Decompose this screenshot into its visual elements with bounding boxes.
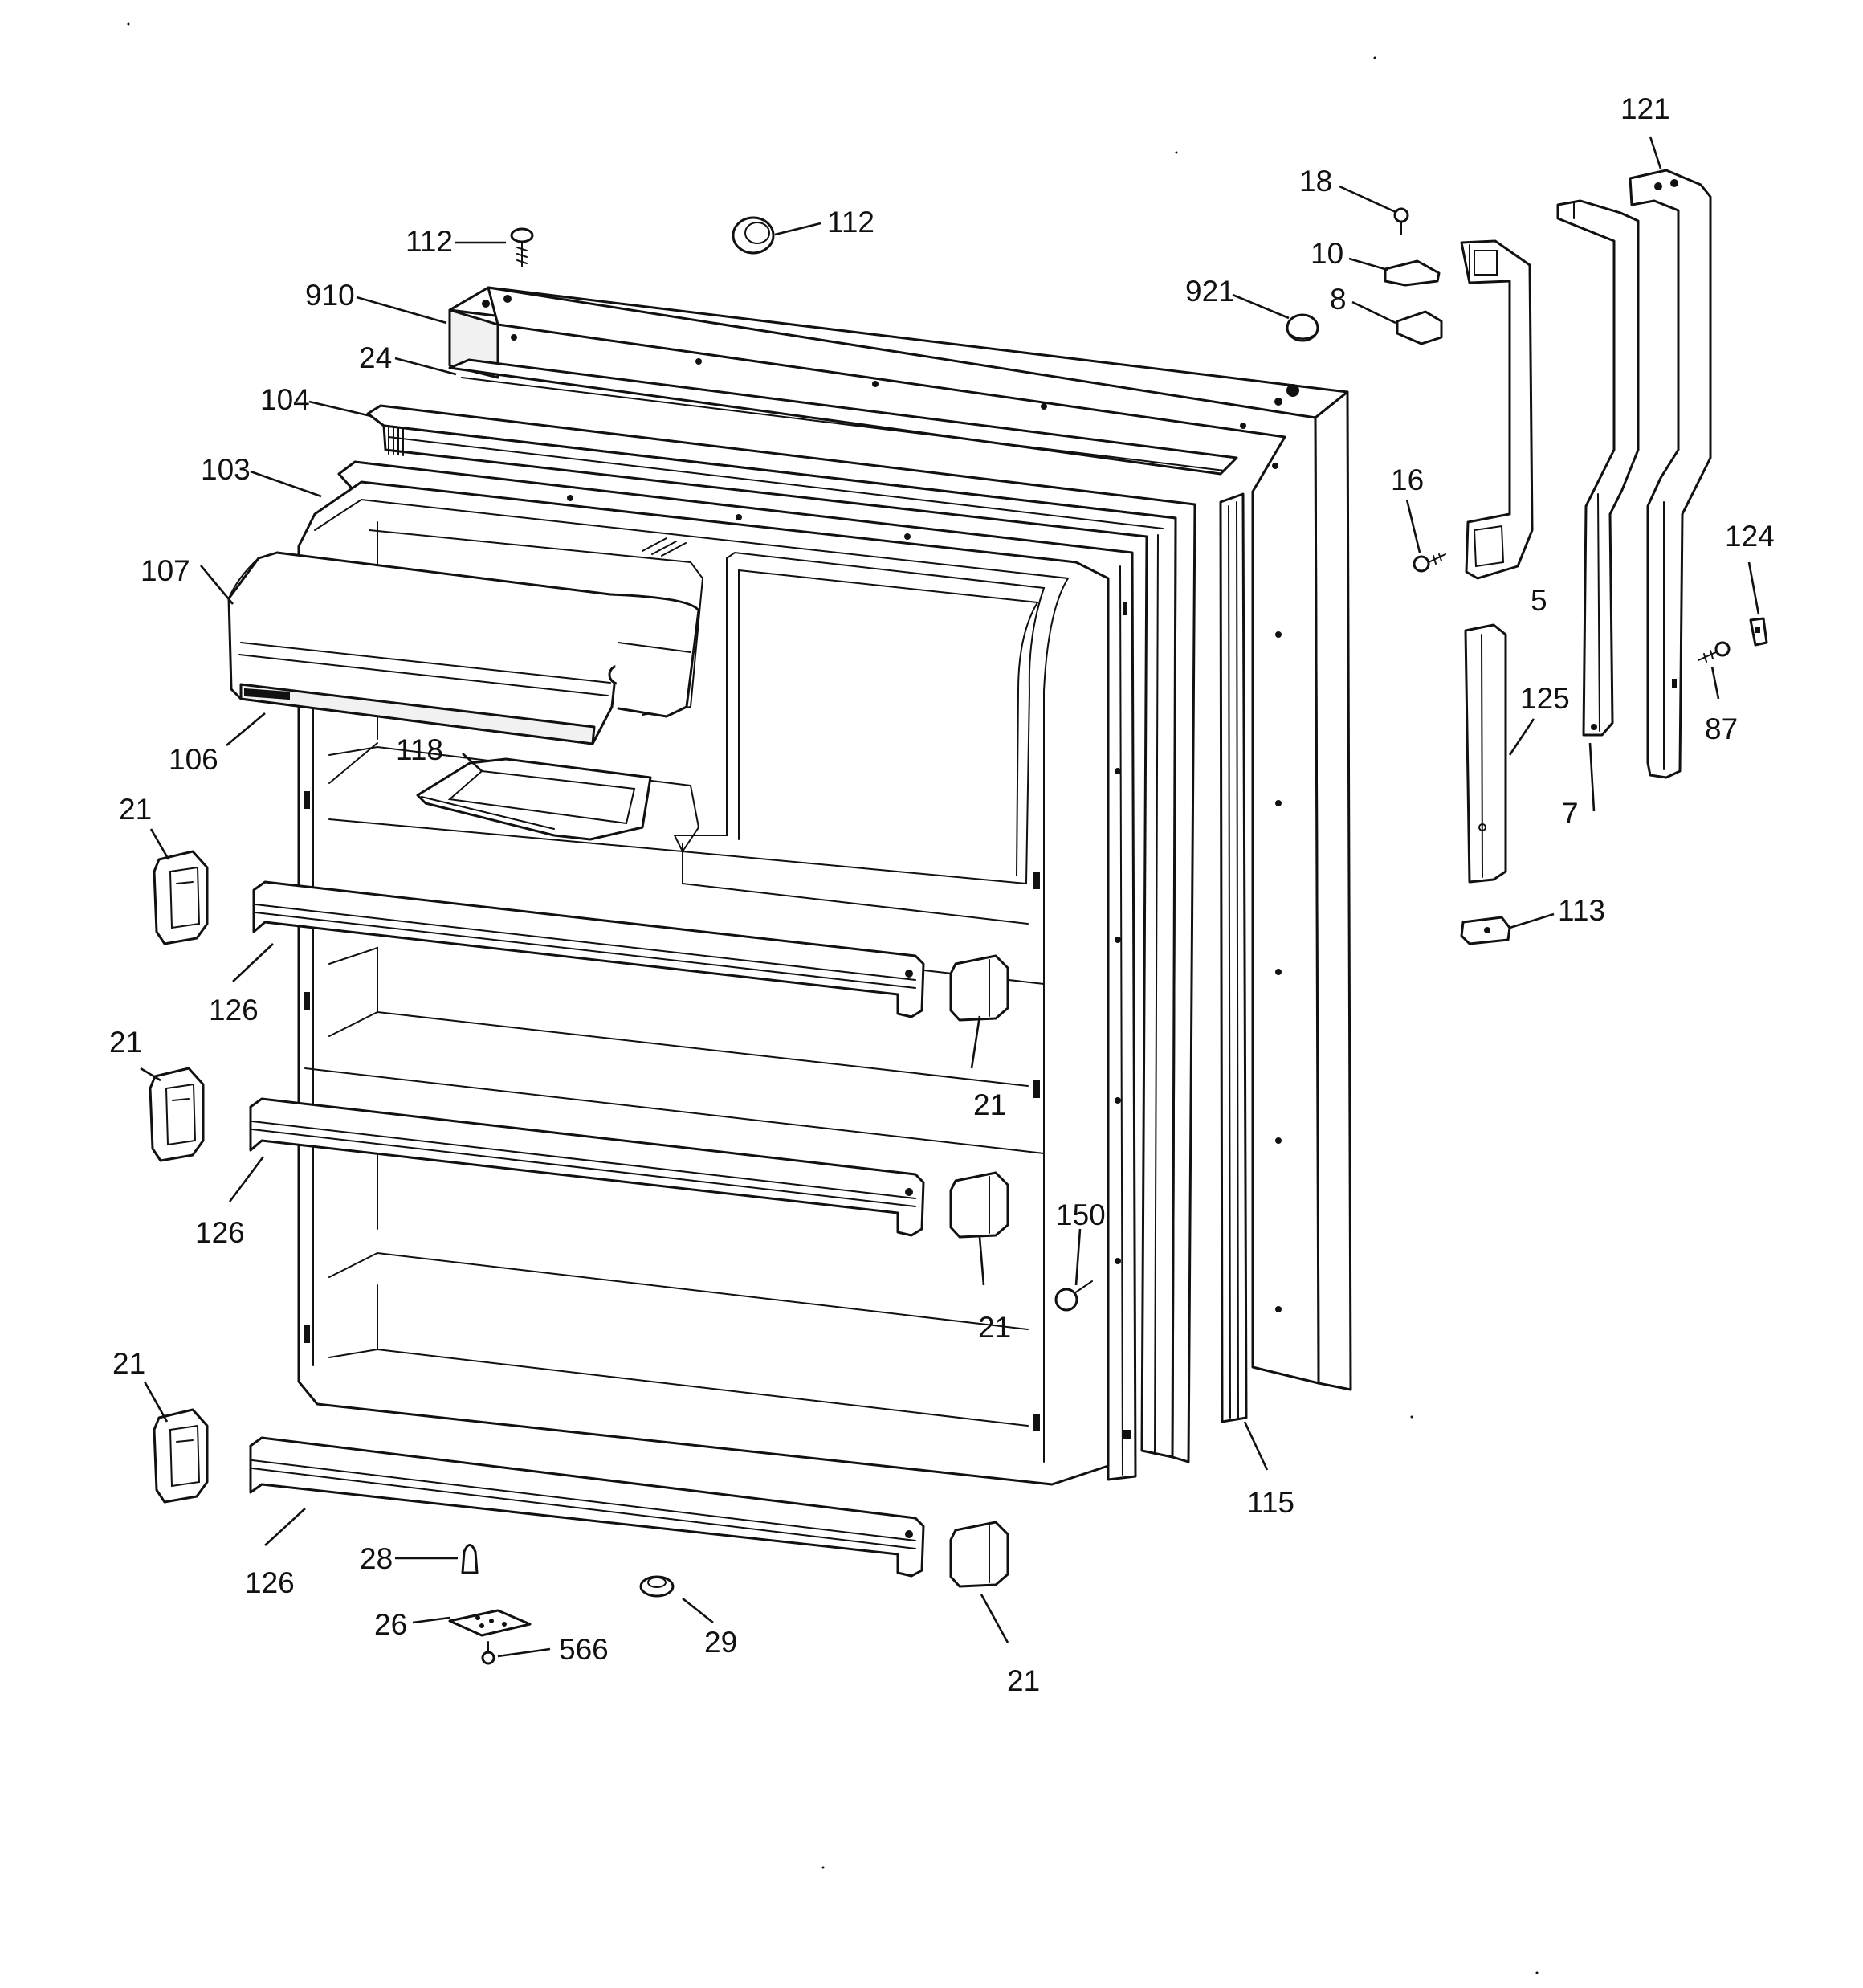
clip-124 <box>1749 617 1768 647</box>
callout-115: 115 <box>1247 1486 1294 1519</box>
callout-126-middle: 126 <box>195 1216 245 1249</box>
rail-end-cap-left-2 <box>149 1067 205 1162</box>
callout-21-left-3: 21 <box>112 1347 145 1380</box>
hinge-strap-125 <box>1464 623 1507 884</box>
callout-7: 7 <box>1562 797 1579 830</box>
dairy-compartment-door <box>227 551 700 745</box>
callout-112-screw: 112 <box>406 225 453 258</box>
callout-104: 104 <box>260 383 310 416</box>
callout-107: 107 <box>141 554 190 587</box>
top-insulation-strip <box>448 358 1238 476</box>
shelf-rail-middle <box>249 1097 925 1237</box>
callout-21-right-1: 21 <box>973 1088 1006 1121</box>
hinge-plate-26 <box>448 1609 532 1637</box>
callout-21-right-2: 21 <box>978 1311 1011 1344</box>
callout-26: 26 <box>374 1608 407 1641</box>
callout-labels: 112 112 910 24 104 103 107 106 118 21 12… <box>109 92 1775 1697</box>
screw-87 <box>1698 641 1731 663</box>
hole-plug-112 <box>732 216 775 255</box>
callout-921: 921 <box>1185 275 1235 308</box>
door-screw-112 <box>510 227 534 267</box>
callout-112-plug: 112 <box>827 206 874 239</box>
egg-tray <box>416 757 652 841</box>
plug-29 <box>639 1575 675 1598</box>
callout-5: 5 <box>1531 584 1547 617</box>
callout-16: 16 <box>1391 463 1424 496</box>
callout-113: 113 <box>1558 894 1605 927</box>
scan-specks <box>127 22 1539 1974</box>
callout-24: 24 <box>359 341 392 374</box>
shelf-rail-upper <box>252 880 925 1018</box>
callout-126-lower: 126 <box>245 1566 295 1599</box>
callout-8: 8 <box>1330 283 1347 316</box>
rail-end-cap-right-1 <box>949 954 1009 1022</box>
handle-bracket-121 <box>1629 169 1712 779</box>
callout-18: 18 <box>1299 165 1332 198</box>
callout-103: 103 <box>201 453 251 486</box>
pin-28 <box>461 1544 479 1574</box>
callout-566: 566 <box>559 1633 609 1666</box>
pivot-block-113 <box>1460 916 1511 945</box>
leader-lines <box>140 136 1760 1658</box>
callout-87: 87 <box>1705 712 1738 745</box>
hinge-cap-8 <box>1396 310 1443 345</box>
callout-125: 125 <box>1520 682 1570 715</box>
callout-29: 29 <box>704 1626 737 1659</box>
screw-150 <box>1054 1280 1093 1312</box>
callout-124: 124 <box>1725 520 1775 553</box>
callout-10: 10 <box>1311 237 1343 270</box>
callout-150: 150 <box>1056 1198 1106 1231</box>
door-gasket <box>366 404 1196 1463</box>
rail-end-cap-right-3 <box>949 1521 1009 1588</box>
door-handle <box>1460 239 1534 580</box>
handle-bracket-7 <box>1556 199 1640 737</box>
rail-end-cap-right-2 <box>949 1171 1009 1239</box>
callout-910: 910 <box>305 279 355 312</box>
callout-126-upper: 126 <box>209 994 259 1027</box>
rail-end-cap-left-3 <box>153 1408 209 1504</box>
shelf-rail-lower <box>249 1436 925 1578</box>
callout-21-left-2: 21 <box>109 1026 142 1059</box>
callout-21-right-3: 21 <box>1007 1664 1040 1697</box>
screw-18 <box>1393 207 1409 235</box>
callout-28: 28 <box>360 1542 393 1575</box>
rail-end-cap-left-1 <box>153 850 209 945</box>
door-side-strip <box>1219 492 1248 1423</box>
plug-button-921 <box>1286 313 1319 342</box>
hinge-shim-10 <box>1384 259 1441 287</box>
callout-118: 118 <box>396 733 443 766</box>
screw-566 <box>481 1641 495 1665</box>
callout-106: 106 <box>169 743 218 776</box>
outer-door-panel <box>448 286 1352 1391</box>
callout-21-left-1: 21 <box>119 793 152 826</box>
screw-16 <box>1413 553 1446 573</box>
callout-121: 121 <box>1620 92 1670 125</box>
